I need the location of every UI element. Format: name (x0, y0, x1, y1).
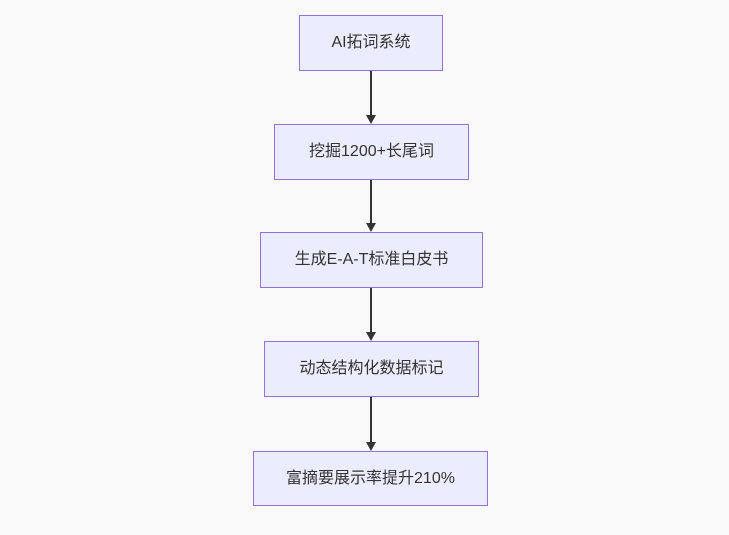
flow-node-rich-snippet-uplift: 富摘要展示率提升210% (253, 451, 488, 506)
flow-arrow-1 (366, 71, 376, 124)
arrow-line (370, 71, 372, 115)
flow-node-label: AI拓词系统 (331, 34, 411, 52)
arrow-line (370, 180, 372, 223)
flow-node-longtail-mining: 挖掘1200+长尾词 (274, 124, 469, 180)
arrow-down-icon (366, 223, 376, 232)
flow-node-structured-data-markup: 动态结构化数据标记 (264, 341, 479, 397)
flow-arrow-4 (366, 397, 376, 451)
flow-arrow-2 (366, 180, 376, 232)
arrow-down-icon (366, 332, 376, 341)
flow-arrow-3 (366, 288, 376, 341)
flow-node-eat-whitepaper: 生成E-A-T标准白皮书 (260, 232, 483, 288)
flow-node-label: 动态结构化数据标记 (299, 360, 444, 378)
arrow-down-icon (366, 442, 376, 451)
arrow-line (370, 288, 372, 332)
arrow-down-icon (366, 115, 376, 124)
flow-node-ai-keyword-system: AI拓词系统 (299, 15, 443, 71)
arrow-line (370, 397, 372, 442)
flow-node-label: 富摘要展示率提升210% (286, 469, 455, 487)
flow-node-label: 生成E-A-T标准白皮书 (294, 251, 449, 269)
flow-node-label: 挖掘1200+长尾词 (309, 143, 434, 161)
